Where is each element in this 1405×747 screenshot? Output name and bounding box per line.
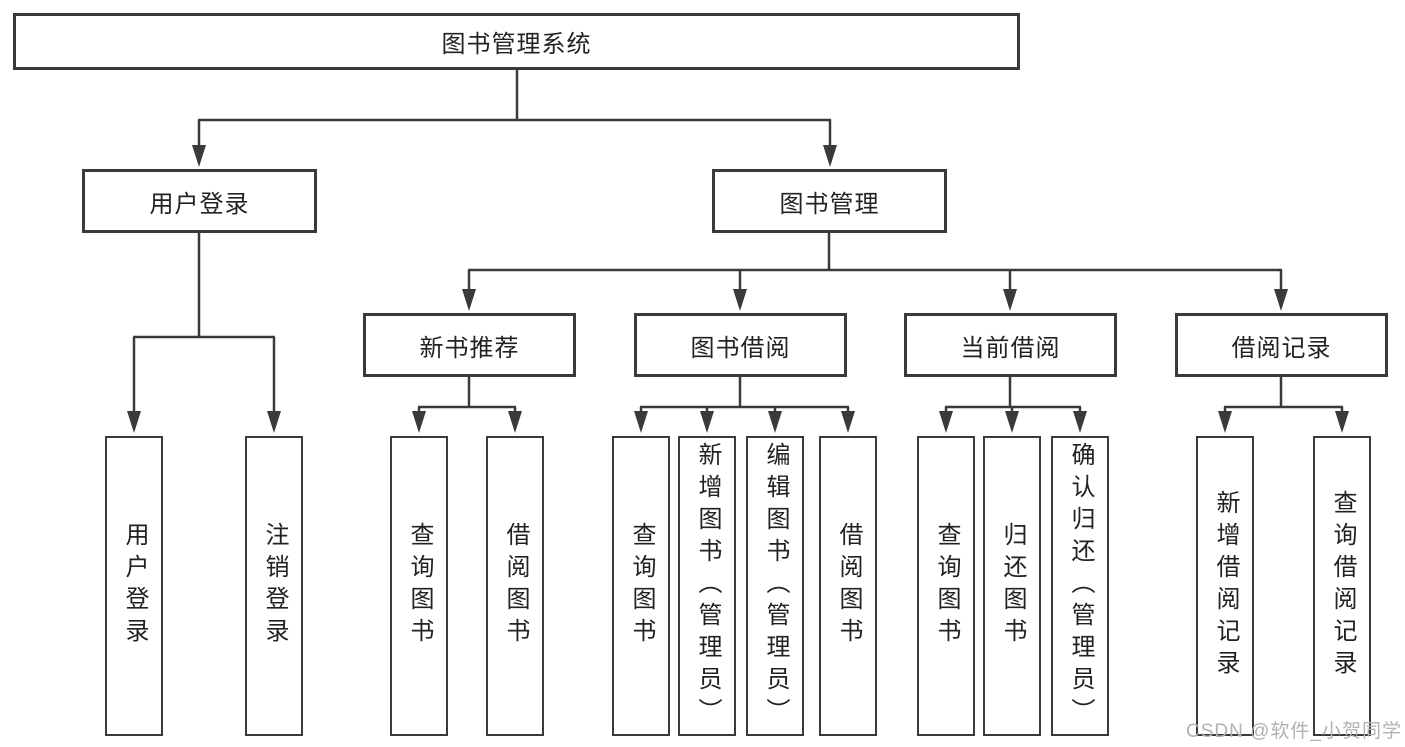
node-borrowing-records: 借阅记录 — [1175, 313, 1388, 377]
node-library-system: 图书管理系统 — [13, 13, 1020, 70]
node-new-book-recommend: 新书推荐 — [363, 313, 576, 377]
leaf-edit-book-admin: 编辑图书（管理员） — [746, 436, 804, 736]
leaf-label: 查询图书 — [628, 522, 655, 650]
arrowheads — [127, 145, 1349, 433]
leaf-label: 用户登录 — [121, 522, 148, 650]
leaf-confirm-return-admin: 确认归还（管理员） — [1051, 436, 1109, 736]
leaf-query-books-current: 查询图书 — [917, 436, 975, 736]
leaf-label: 新增图书（管理员） — [694, 442, 721, 730]
leaf-label: 借阅图书 — [502, 522, 529, 650]
leaf-label: 查询图书 — [406, 522, 433, 650]
csdn-watermark: CSDN @软件_小贺同学 — [1186, 721, 1402, 742]
leaf-query-books-recommend: 查询图书 — [390, 436, 448, 736]
leaf-label: 注销登录 — [261, 522, 288, 650]
leaf-label: 查询借阅记录 — [1329, 490, 1356, 682]
node-label: 新书推荐 — [419, 334, 520, 362]
leaf-query-books-borrowing: 查询图书 — [612, 436, 670, 736]
leaf-query-borrow-record: 查询借阅记录 — [1313, 436, 1371, 736]
node-user-login: 用户登录 — [82, 169, 317, 233]
leaf-label: 归还图书 — [999, 522, 1026, 650]
leaf-user-login: 用户登录 — [105, 436, 163, 736]
node-label: 图书管理 — [779, 190, 880, 218]
node-label: 当前借阅 — [960, 334, 1061, 362]
leaf-add-book-admin: 新增图书（管理员） — [678, 436, 736, 736]
leaf-borrow-books-borrowing: 借阅图书 — [819, 436, 877, 736]
leaf-logout: 注销登录 — [245, 436, 303, 736]
leaf-label: 确认归还（管理员） — [1067, 442, 1094, 730]
leaf-label: 查询图书 — [933, 522, 960, 650]
leaf-return-books: 归还图书 — [983, 436, 1041, 736]
leaf-label: 编辑图书（管理员） — [762, 442, 789, 730]
node-label: 图书借阅 — [690, 334, 791, 362]
node-label: 图书管理系统 — [441, 31, 592, 58]
node-book-management: 图书管理 — [712, 169, 947, 233]
leaf-borrow-books-recommend: 借阅图书 — [486, 436, 544, 736]
node-book-borrowing: 图书借阅 — [634, 313, 847, 377]
leaf-label: 借阅图书 — [835, 522, 862, 650]
leaf-add-borrow-record: 新增借阅记录 — [1196, 436, 1254, 736]
node-label: 用户登录 — [149, 190, 250, 218]
node-label: 借阅记录 — [1231, 334, 1332, 362]
leaf-label: 新增借阅记录 — [1212, 490, 1239, 682]
node-current-borrowing: 当前借阅 — [904, 313, 1117, 377]
